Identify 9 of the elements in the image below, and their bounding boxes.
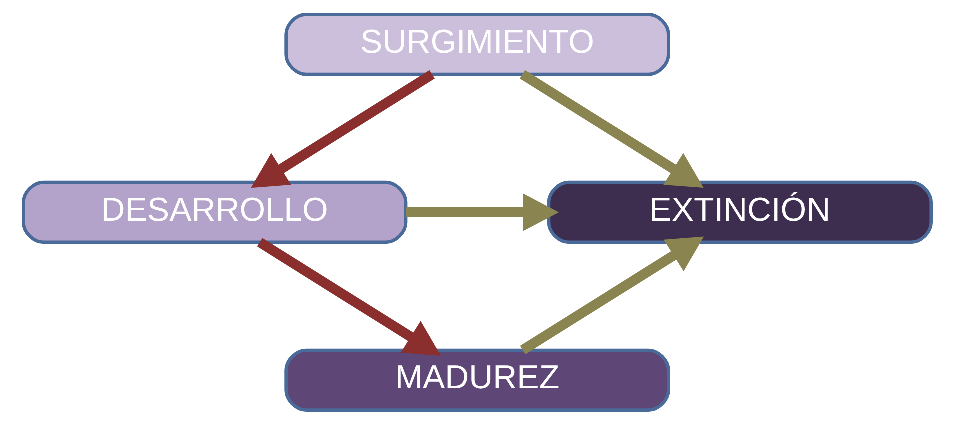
node-box: DESARROLLO	[21, 180, 408, 244]
node-box: MADUREZ	[284, 348, 670, 412]
arrow	[520, 70, 704, 188]
arrow	[256, 238, 441, 356]
arrow	[250, 70, 434, 188]
arrow	[406, 194, 559, 232]
node-box: SURGIMIENTO	[284, 13, 670, 76]
arrow	[520, 236, 704, 354]
node-box: EXTINCIÓN	[546, 180, 933, 244]
